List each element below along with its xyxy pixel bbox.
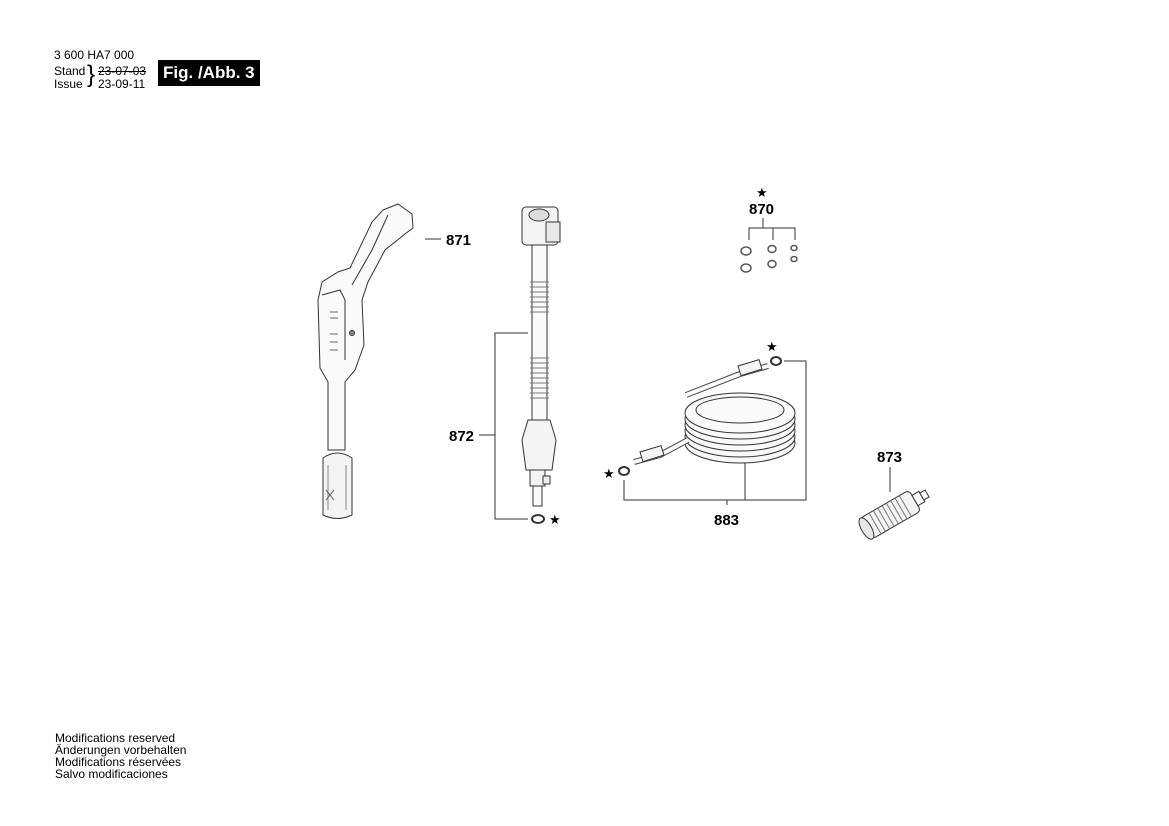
callout-873: 873 xyxy=(877,449,902,466)
bracket-870 xyxy=(748,218,796,240)
figure-label: Fig. /Abb. 3 xyxy=(158,60,260,86)
bracket-883 xyxy=(623,360,807,505)
footer-note-de: Änderungen vorbehalten xyxy=(55,743,187,757)
callout-883: 883 xyxy=(714,512,739,529)
star-872: ★ xyxy=(549,512,561,527)
issue-label: Issue xyxy=(54,77,83,91)
part-883-hose xyxy=(633,358,796,465)
stand-label: Stand xyxy=(54,64,86,78)
footer-note-es: Salvo modificaciones xyxy=(55,767,168,781)
o-ring-872 xyxy=(531,514,545,524)
part-871-handle xyxy=(317,203,414,519)
brace-icon: } xyxy=(87,61,96,88)
callout-871: 871 xyxy=(446,232,471,249)
callout-870: 870 xyxy=(749,201,774,218)
part-873-nozzle xyxy=(858,489,930,540)
issue-date: 23-09-11 xyxy=(98,77,146,91)
o-ring-883-bottom xyxy=(618,466,630,476)
document-number: 3 600 HA7 000 xyxy=(54,48,135,62)
stand-date: 23-07-03 xyxy=(98,64,147,78)
o-ring-883-top xyxy=(770,356,782,366)
bracket-872 xyxy=(494,332,528,520)
star-883-bottom: ★ xyxy=(603,466,615,481)
part-872-lance xyxy=(521,206,561,507)
star-870: ★ xyxy=(756,185,768,200)
footer-note-en: Modifications reserved xyxy=(55,731,176,745)
star-883-top: ★ xyxy=(766,339,778,354)
callout-872: 872 xyxy=(449,428,474,445)
o-ring-set-870 xyxy=(740,244,798,273)
footer-note-fr: Modifications réservées xyxy=(55,755,182,769)
